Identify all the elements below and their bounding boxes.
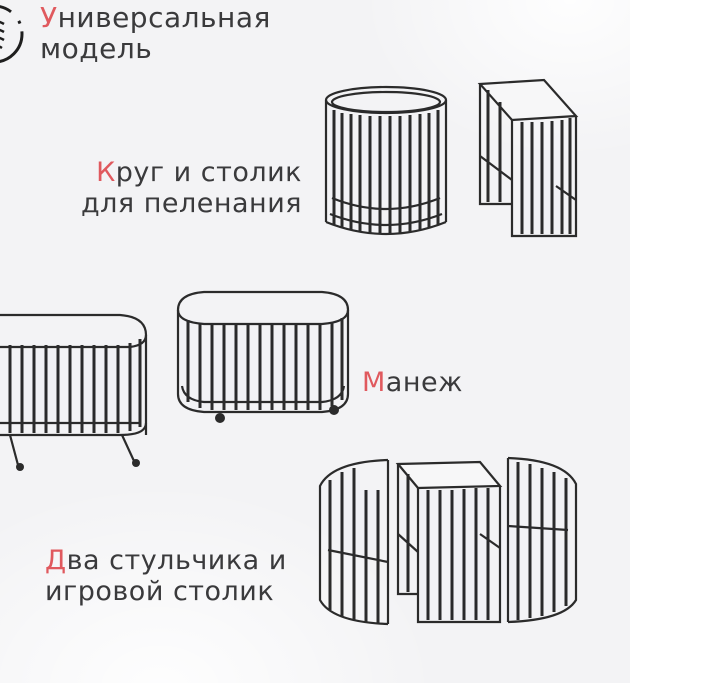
accent-letter: Д — [45, 545, 67, 576]
oval-crib-legs-icon — [0, 313, 148, 471]
label-line2: игровой столик — [45, 576, 275, 607]
label-line1: анеж — [385, 367, 463, 398]
oval-playpen-wheels-icon — [176, 290, 350, 423]
product-panel: Универсальная модель Круг и столик для п… — [0, 0, 630, 683]
label-line1: ва стульчика и — [66, 545, 287, 576]
section-label-playpen: Манеж — [362, 367, 463, 398]
title-accent-letter: У — [40, 1, 58, 34]
section-label-chairs-table: Два стульчика и игровой столик — [45, 545, 287, 607]
title-line2: модель — [40, 32, 153, 65]
accent-letter: К — [96, 157, 116, 188]
label-line1: руг и столик — [115, 157, 302, 188]
accent-letter: М — [362, 367, 386, 398]
title-line1: ниверсальная — [57, 1, 271, 34]
page-title: Универсальная модель — [40, 2, 271, 64]
label-line2: для пеленания — [80, 188, 302, 219]
two-chairs-and-table-icon — [318, 456, 578, 626]
section-label-circle-table: Круг и столик для пеленания — [40, 157, 302, 219]
changing-table-icon — [477, 78, 579, 238]
round-crib-icon — [324, 85, 448, 236]
round-crib-logo-icon — [0, 5, 24, 63]
play-table-icon — [395, 460, 503, 624]
